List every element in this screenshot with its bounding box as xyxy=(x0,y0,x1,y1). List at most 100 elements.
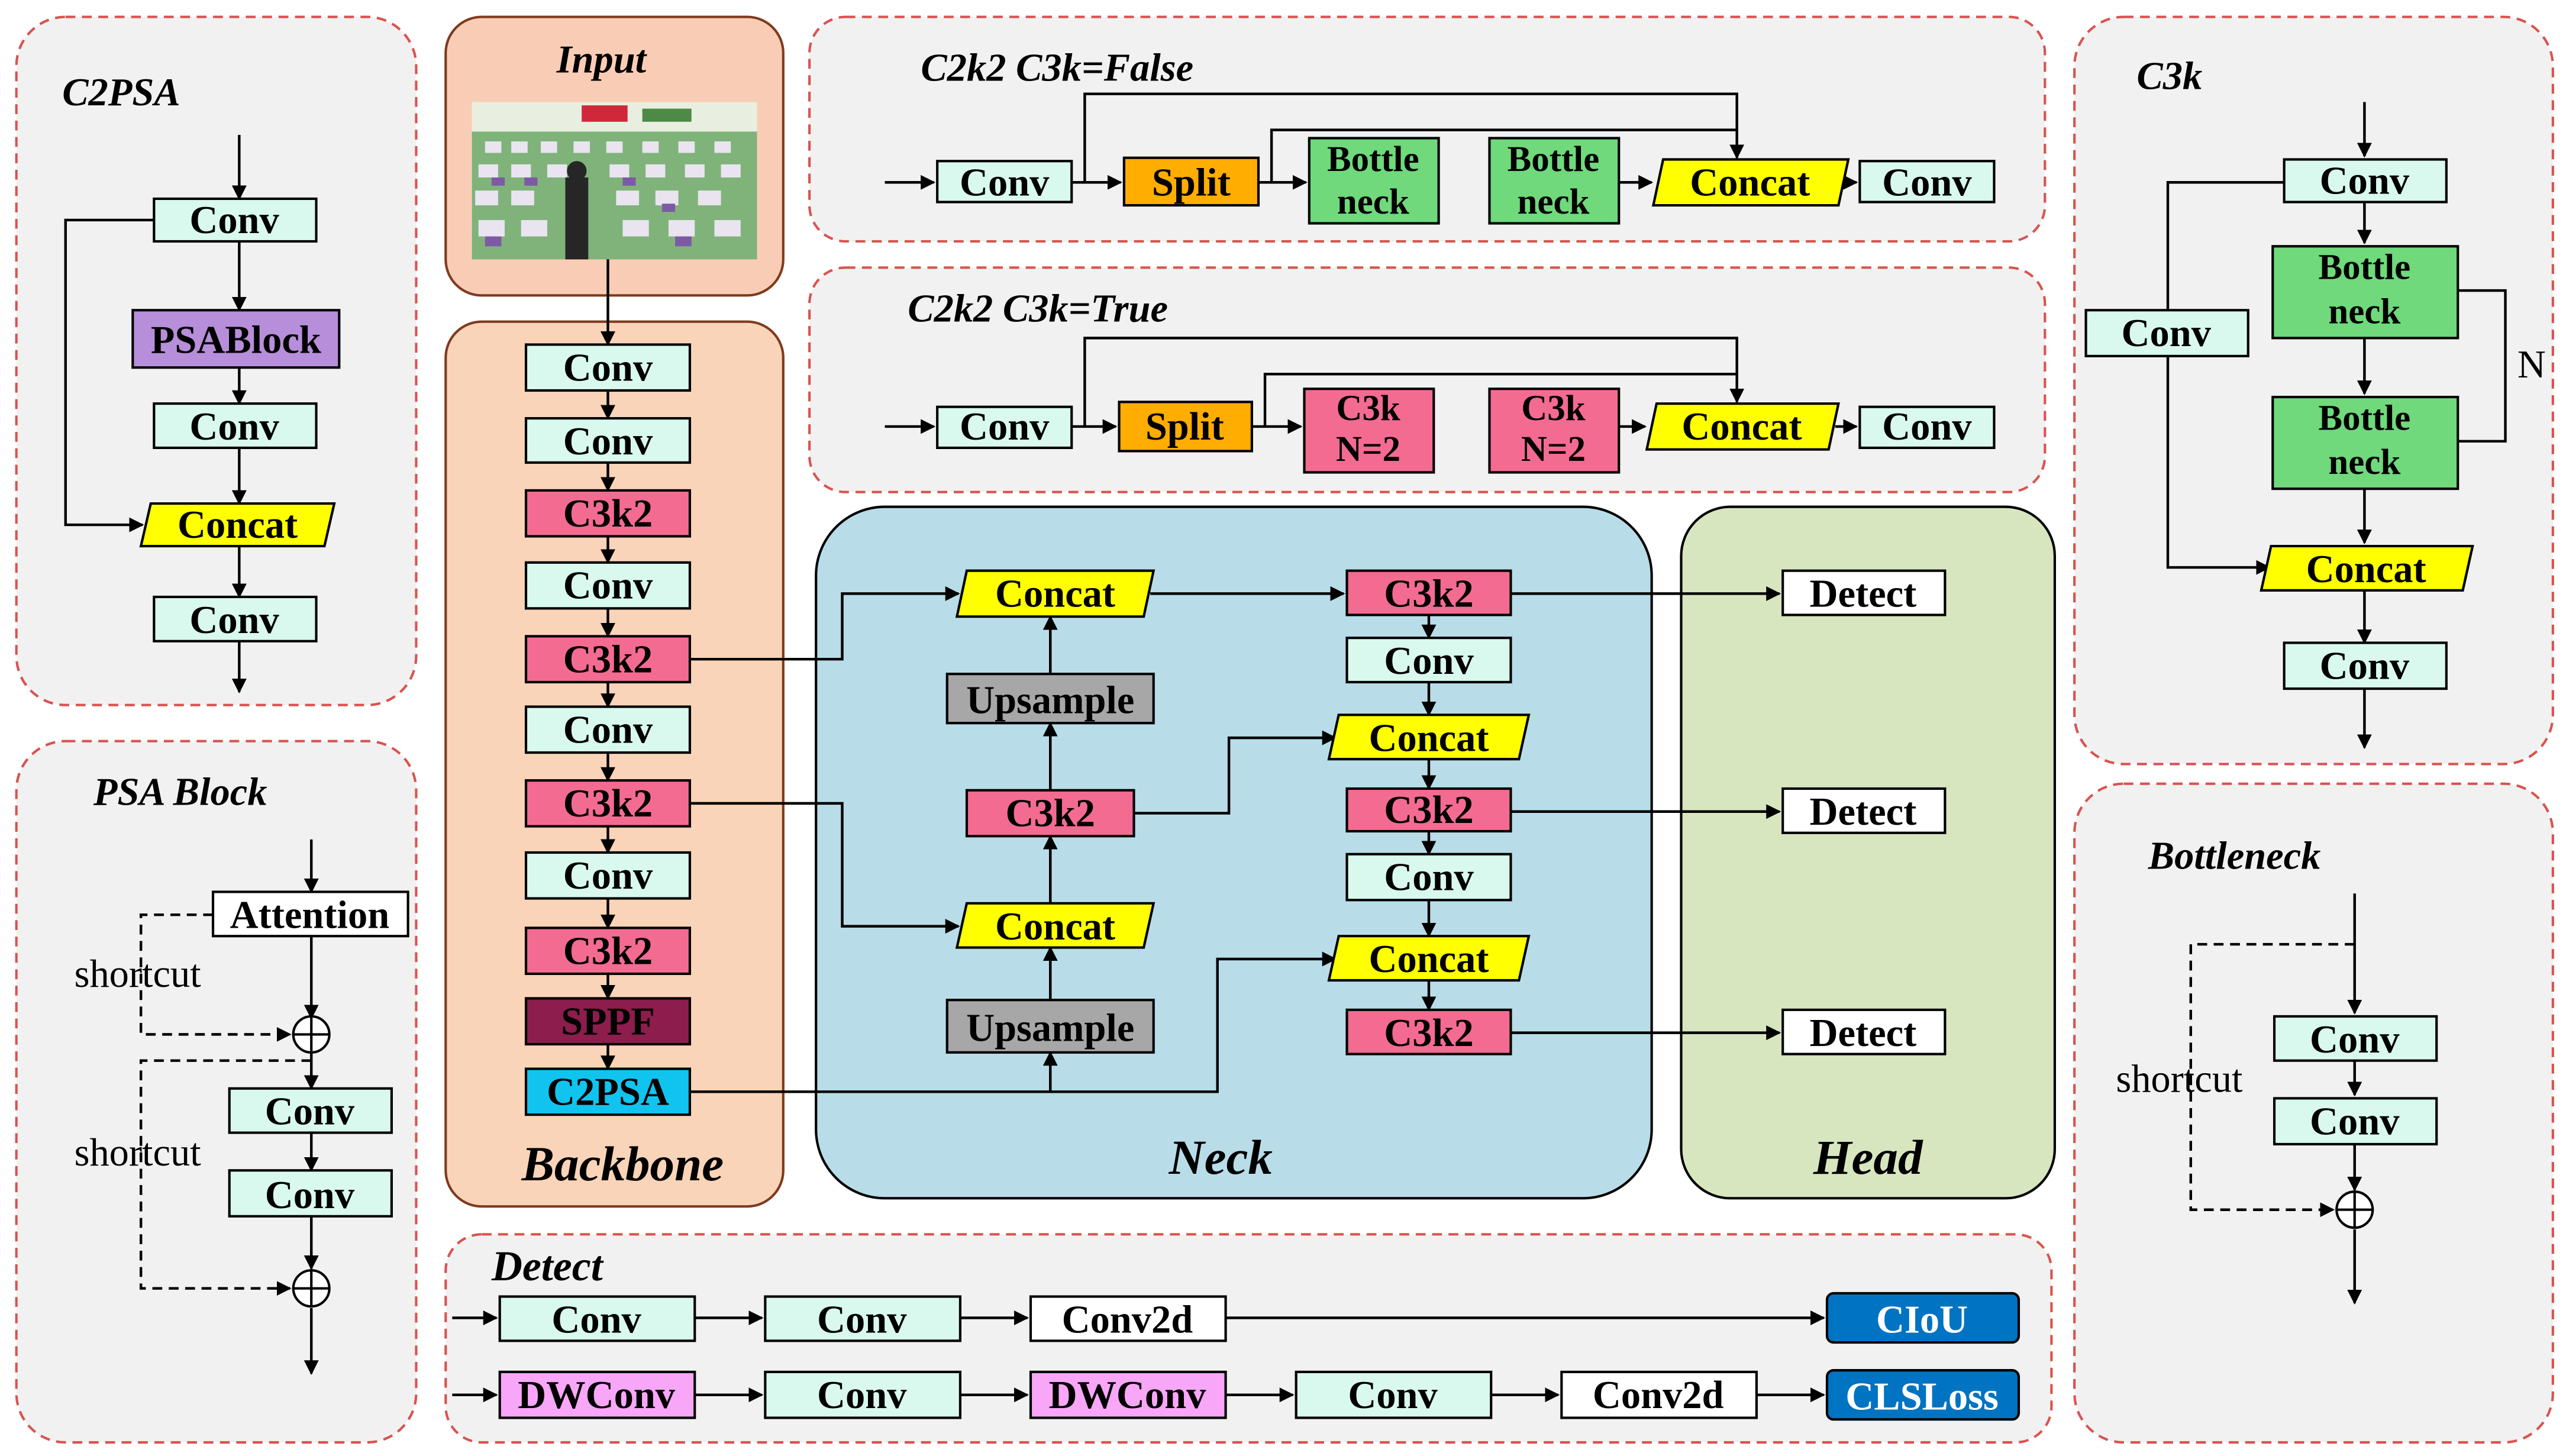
detect-dwconv-b2 xyxy=(1029,1370,1227,1419)
label: neck xyxy=(2328,292,2400,331)
detect-title: Detect xyxy=(491,1242,604,1290)
detect-conv2d-b xyxy=(1560,1370,1758,1419)
label: CLSLoss xyxy=(1845,1376,1999,1419)
label: PSABlock xyxy=(151,318,321,361)
psa-conv-1 xyxy=(228,1087,393,1134)
psa-attention xyxy=(211,890,409,938)
backbone-sppf xyxy=(524,997,692,1046)
c2psa-psablock xyxy=(131,309,341,369)
label: Bottle xyxy=(1508,140,1600,179)
c2k2f-conv-1 xyxy=(936,160,1073,204)
label: Conv xyxy=(817,1374,907,1417)
c2k2f-bottleneck-1 xyxy=(1308,137,1440,225)
neck-conv-2 xyxy=(1345,853,1512,902)
label: neck xyxy=(2328,443,2400,482)
c2psa-concat xyxy=(139,502,336,548)
input-title: Input xyxy=(556,38,648,82)
label: Conv2d xyxy=(1593,1374,1724,1417)
input-image xyxy=(472,102,757,260)
neck-concat-3 xyxy=(1327,714,1531,761)
backbone-panel xyxy=(444,320,785,1208)
c2psa-conv-1 xyxy=(153,197,318,243)
detect-dwconv-b1 xyxy=(498,1370,696,1419)
neck-concat-4 xyxy=(1327,935,1531,982)
backbone-conv-4 xyxy=(524,705,692,754)
detect-conv-b1 xyxy=(764,1370,961,1419)
label: neck xyxy=(1337,182,1409,222)
c2psa-conv-2 xyxy=(153,402,318,449)
c3k-concat xyxy=(2260,545,2474,592)
label: C3k2 xyxy=(563,782,653,825)
label: Bottle xyxy=(2319,398,2411,438)
label: Concat xyxy=(177,503,298,547)
head-detect-2 xyxy=(1781,787,1947,834)
label: Upsample xyxy=(966,679,1134,722)
c2k2-false-title: C2k2 C3k=False xyxy=(921,47,1193,90)
label: Conv xyxy=(563,564,653,608)
c2k2t-c3k-2 xyxy=(1488,388,1621,474)
label: C2PSA xyxy=(547,1070,669,1113)
label: C3k2 xyxy=(1384,789,1473,832)
label: Conv xyxy=(189,599,279,642)
neck-title: Neck xyxy=(1169,1130,1273,1184)
detect-conv2d-a xyxy=(1029,1295,1227,1342)
label: C3k2 xyxy=(563,929,653,973)
c3k-conv-top xyxy=(2283,158,2448,204)
c2psa-title: C2PSA xyxy=(62,71,180,114)
c2k2f-conv-2 xyxy=(1858,160,1996,204)
c3k-conv-bottom xyxy=(2283,641,2448,690)
label: Conv xyxy=(2310,1018,2400,1061)
backbone-c3k2-1 xyxy=(524,489,692,538)
label: Conv xyxy=(265,1090,355,1134)
label: Bottle xyxy=(1327,140,1419,179)
neck-c3k2-2 xyxy=(1345,569,1512,616)
neck-upsample-1 xyxy=(945,673,1155,725)
label: Concat xyxy=(995,905,1115,948)
sum-node xyxy=(292,1269,331,1308)
c2k2f-concat xyxy=(1651,158,1850,207)
c3k-bottleneck-1 xyxy=(2271,245,2460,340)
c3k-conv-side xyxy=(2084,309,2249,357)
detect-clsloss xyxy=(1825,1369,2020,1421)
label: Conv xyxy=(563,346,653,389)
head-title: Head xyxy=(1813,1130,1923,1184)
label: C3k2 xyxy=(1006,792,1095,835)
c2k2-true-title: C2k2 C3k=True xyxy=(908,288,1168,331)
c2k2t-c3k-1 xyxy=(1303,388,1435,474)
neck-concat-2 xyxy=(955,902,1155,949)
neck-upsample-2 xyxy=(945,999,1155,1054)
label: Conv xyxy=(265,1174,355,1217)
label: Concat xyxy=(2306,548,2426,591)
connectors xyxy=(64,92,2507,1403)
label: Conv xyxy=(960,161,1050,204)
backbone-conv-3 xyxy=(524,561,692,610)
label: Conv xyxy=(1348,1374,1438,1417)
label: Concat xyxy=(1368,938,1489,981)
label: CIoU xyxy=(1876,1298,1968,1341)
label: C3k xyxy=(1336,389,1400,428)
head-detect-1 xyxy=(1781,569,1947,616)
label: Detect xyxy=(1810,573,1917,616)
backbone-c3k2-4 xyxy=(524,926,692,975)
detect-conv-b2 xyxy=(1295,1370,1493,1419)
label: Upsample xyxy=(966,1006,1134,1050)
backbone-c3k2-2 xyxy=(524,635,692,684)
label: Bottle xyxy=(2319,248,2411,288)
label: Conv xyxy=(1882,405,1972,448)
bottleneck-conv-2 xyxy=(2273,1097,2438,1146)
detect-ciou xyxy=(1825,1292,2020,1344)
label: Conv xyxy=(960,405,1050,448)
label: Conv xyxy=(189,405,279,448)
label: Conv xyxy=(817,1298,907,1341)
label: DWConv xyxy=(1048,1374,1206,1417)
label: Conv xyxy=(1882,161,1972,204)
backbone-title: Backbone xyxy=(521,1137,724,1191)
label: C3k2 xyxy=(1384,573,1473,616)
label: Split xyxy=(1152,161,1231,204)
bottleneck-title: Bottleneck xyxy=(2148,835,2321,878)
label: Concat xyxy=(1681,405,1802,448)
label: Conv xyxy=(1384,856,1474,899)
label: N=2 xyxy=(1521,430,1586,469)
c2k2t-conv-1 xyxy=(936,405,1073,449)
psa-conv-2 xyxy=(228,1169,393,1218)
